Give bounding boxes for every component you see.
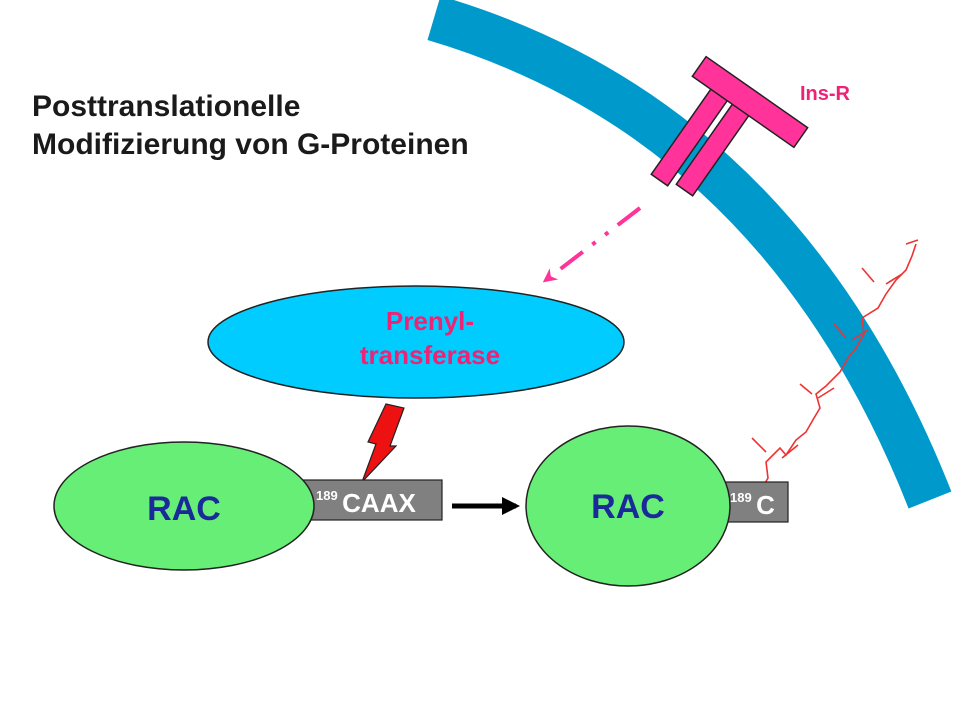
rac-label-left: RAC	[147, 490, 221, 528]
caax-tag-box	[295, 479, 443, 521]
rac-protein-right	[525, 425, 731, 587]
rac-label-right: RAC	[591, 488, 665, 526]
c-residue-number: 189	[730, 490, 752, 505]
page-title: Posttranslationelle Modifizierung von G-…	[32, 88, 469, 164]
enzyme-label-line1: Prenyl-	[386, 306, 474, 336]
receptor-label: Ins-R	[800, 83, 851, 105]
caax-motif: CAAX	[342, 488, 416, 518]
c-tag-label: 189 C	[730, 489, 775, 520]
insulin-receptor	[650, 55, 809, 197]
title-line-1: Posttranslationelle	[32, 90, 301, 123]
title-line-2: Modifizierung von G-Proteinen	[32, 128, 469, 161]
prenyltransferase-ellipse	[207, 285, 625, 399]
caax-residue-number: 189	[316, 488, 338, 503]
rac-protein-left	[53, 441, 315, 571]
prenyl-lipid-chain	[751, 239, 919, 493]
caax-tag-label: 189 CAAX	[316, 487, 416, 518]
enzyme-label-line2: transferase	[360, 340, 500, 370]
lightning-bolt-icon	[361, 403, 405, 483]
c-residue: C	[756, 490, 775, 520]
signal-arrow	[542, 206, 642, 283]
cell-membrane	[427, 0, 952, 509]
